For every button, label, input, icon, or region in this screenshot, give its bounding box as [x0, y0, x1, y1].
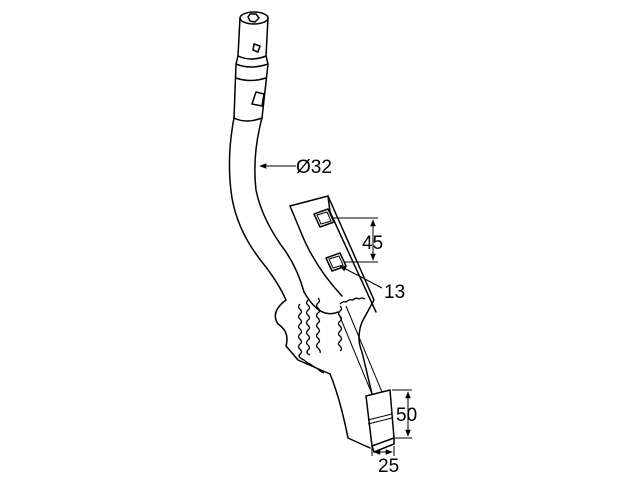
- replaceable-tip: [365, 389, 395, 453]
- dimension-hole-spacing: 45: [332, 217, 383, 263]
- tube-end-fitting: [233, 11, 269, 122]
- tip-width-label: 25: [378, 456, 399, 477]
- dimension-tip-length: 50: [392, 389, 417, 439]
- weld-seam-right: [315, 297, 366, 354]
- tube-diameter-label: Ø32: [296, 157, 332, 178]
- hole-size-label: 13: [384, 282, 405, 303]
- bent-tube: [228, 117, 305, 301]
- tip-length-label: 50: [396, 405, 417, 426]
- dimension-tip-width: 25: [371, 446, 399, 477]
- upper-slot: [313, 208, 335, 228]
- hole-spacing-label: 45: [362, 233, 383, 254]
- weld-seam-left: [297, 299, 325, 374]
- dimension-tube-diameter: Ø32: [259, 157, 332, 178]
- welded-bracket: [274, 195, 383, 449]
- dimension-hole-size: 13: [339, 265, 405, 303]
- lower-slot: [325, 252, 347, 272]
